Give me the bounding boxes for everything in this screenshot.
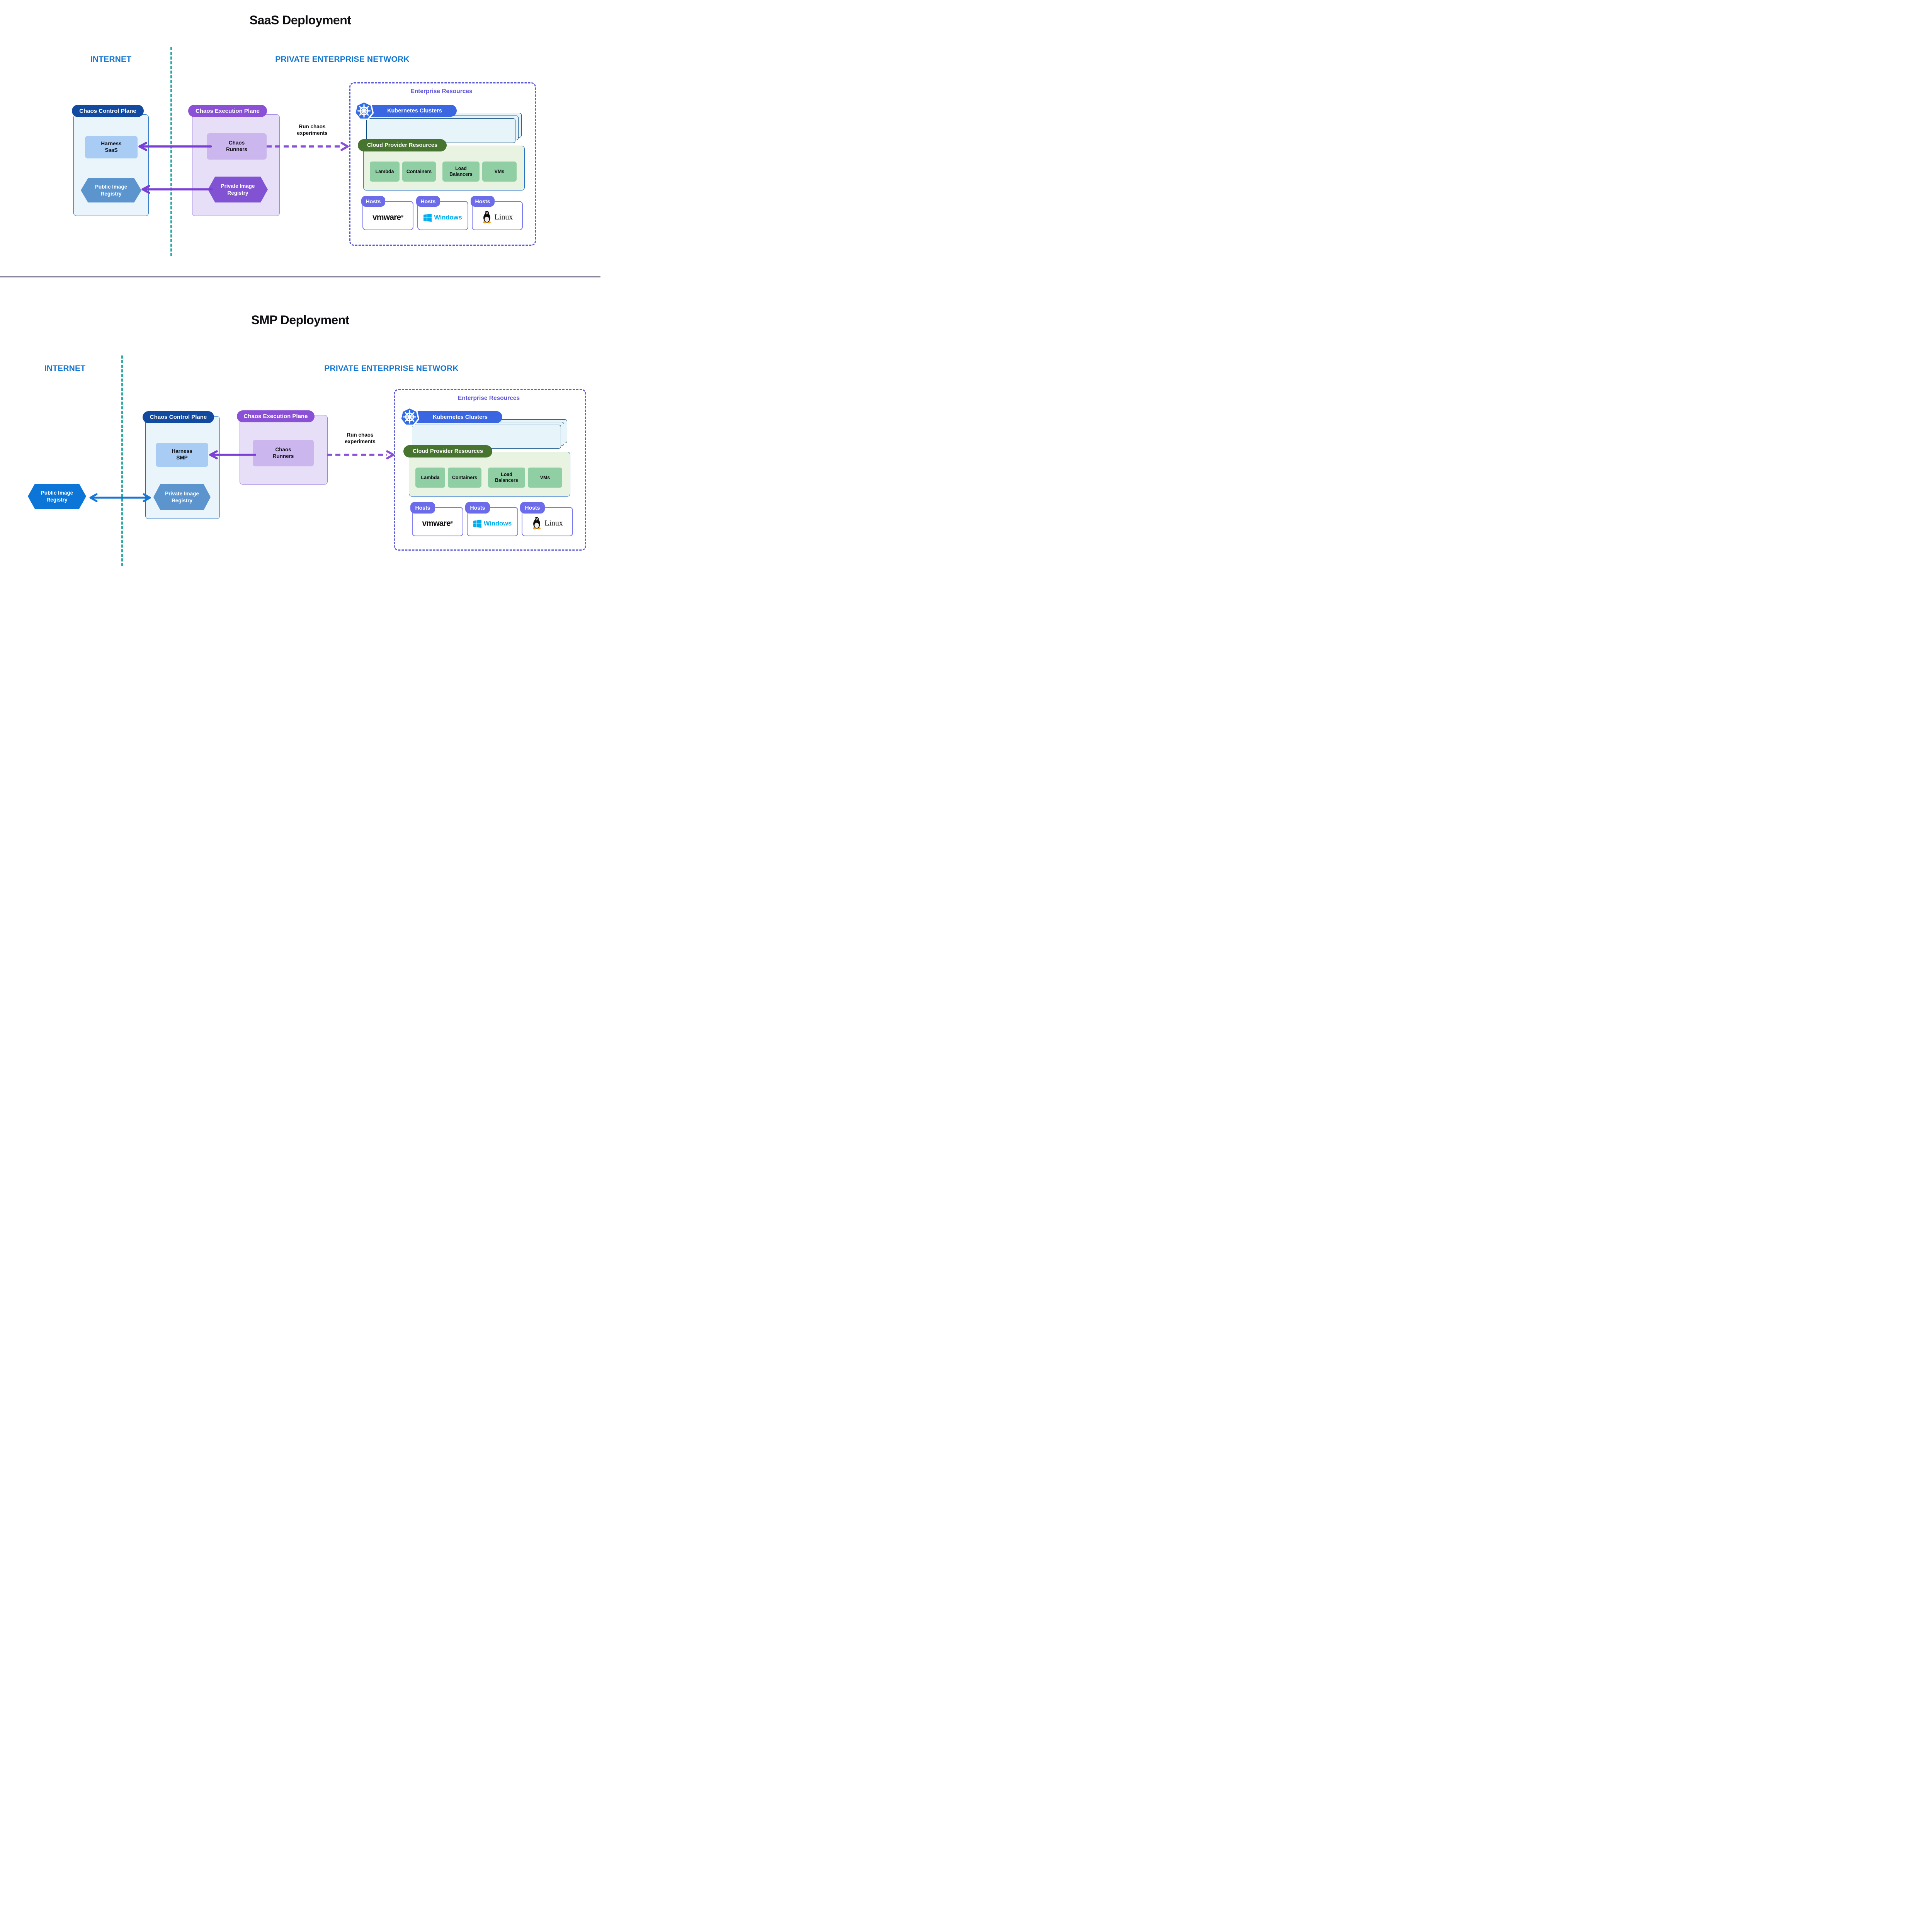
- smp-enterprise-resources-title: Enterprise Resources: [457, 395, 520, 401]
- vmware-registered-mark: ®: [450, 520, 453, 524]
- linux-wordmark: Linux: [494, 213, 513, 221]
- saas-harness-saas-box: Harness SaaS: [85, 136, 138, 158]
- smp-harness-smp-label: Harness SMP: [172, 448, 192, 461]
- saas-title: SaaS Deployment: [249, 13, 351, 27]
- smp-arrow-registry-sync: [89, 493, 151, 502]
- saas-enterprise-resources-title: Enterprise Resources: [410, 88, 473, 95]
- saas-public-image-registry-label: Public Image Registry: [95, 184, 128, 197]
- smp-chaos-execution-plane-header: Chaos Execution Plane: [237, 410, 315, 422]
- saas-hosts-pill-linux: Hosts: [471, 196, 495, 207]
- windows-icon: [473, 519, 481, 528]
- smp-enterprise-resources-box: [394, 389, 586, 551]
- saas-cloud-cell-lambda: Lambda: [370, 162, 400, 182]
- saas-cloud-cell-containers: Containers: [402, 162, 436, 182]
- smp-hosts-pill-windows: Hosts: [465, 502, 490, 514]
- smp-hosts-pill-vmware: Hosts: [410, 502, 435, 514]
- windows-wordmark: Windows: [483, 520, 512, 527]
- vmware-logo: vmware®: [372, 213, 403, 222]
- smp-dashed-arrow-run-experiments: [327, 450, 395, 459]
- diagram-canvas: SaaS Deployment INTERNET PRIVATE ENTERPR…: [0, 0, 600, 581]
- saas-network-label: PRIVATE ENTERPRISE NETWORK: [275, 55, 410, 64]
- saas-chaos-execution-plane-header: Chaos Execution Plane: [188, 105, 267, 117]
- smp-chaos-runners-box: Chaos Runners: [253, 440, 314, 466]
- smp-cloud-provider-pill: Cloud Provider Resources: [403, 445, 492, 457]
- smp-public-image-registry-label: Public Image Registry: [41, 490, 73, 503]
- smp-arrow-runners-to-harness: [209, 450, 256, 459]
- smp-internet-label: INTERNET: [44, 364, 86, 373]
- linux-tux-icon: [483, 211, 491, 224]
- smp-private-image-registry-hexagon: Private Image Registry: [153, 484, 211, 510]
- saas-chaos-runners-box: Chaos Runners: [207, 133, 267, 160]
- kubernetes-icon: [354, 101, 374, 120]
- saas-dashed-arrow-run-experiments: [267, 142, 349, 151]
- smp-cloud-cell-lambda: Lambda: [415, 468, 445, 488]
- windows-wordmark: Windows: [434, 214, 462, 221]
- saas-enterprise-resources-box: [349, 82, 536, 246]
- smp-run-chaos-label: Run chaos experiments: [345, 432, 376, 444]
- saas-load-balancers-label: Load Balancers: [449, 166, 473, 177]
- smp-chaos-control-plane-header: Chaos Control Plane: [143, 411, 214, 423]
- windows-icon: [423, 213, 432, 222]
- saas-harness-saas-label: Harness SaaS: [101, 141, 122, 153]
- saas-run-chaos-label: Run chaos experiments: [297, 124, 328, 136]
- smp-hosts-pill-linux: Hosts: [520, 502, 545, 514]
- saas-hosts-pill-vmware: Hosts: [361, 196, 385, 207]
- smp-cloud-cell-containers: Containers: [448, 468, 481, 488]
- smp-kubernetes-clusters-pill: Kubernetes Clusters: [408, 411, 502, 423]
- saas-private-image-registry-label: Private Image Registry: [221, 183, 255, 196]
- saas-arrow-runners-to-harness: [138, 142, 212, 151]
- smp-cloud-cell-load-balancers: Load Balancers: [488, 468, 525, 488]
- linux-tux-icon: [532, 517, 541, 530]
- section-divider: [0, 276, 600, 277]
- saas-k8s-cluster-stack-1: [366, 118, 515, 143]
- saas-chaos-runners-label: Chaos Runners: [226, 140, 247, 152]
- saas-cloud-cell-load-balancers: Load Balancers: [442, 162, 480, 182]
- smp-public-image-registry-hexagon: Public Image Registry: [28, 484, 86, 509]
- smp-network-label: PRIVATE ENTERPRISE NETWORK: [324, 364, 459, 373]
- smp-title: SMP Deployment: [251, 313, 349, 327]
- smp-harness-smp-box: Harness SMP: [156, 443, 208, 467]
- vmware-logo: vmware®: [422, 519, 453, 528]
- saas-public-image-registry-hexagon: Public Image Registry: [81, 178, 141, 202]
- saas-arrow-private-to-public-registry: [141, 185, 213, 194]
- vmware-registered-mark: ®: [401, 214, 404, 218]
- saas-cloud-cell-vms: VMs: [482, 162, 517, 182]
- kubernetes-icon: [400, 407, 420, 426]
- vmware-wordmark: vmware: [422, 519, 451, 528]
- saas-private-image-registry-hexagon: Private Image Registry: [208, 177, 268, 202]
- linux-wordmark: Linux: [544, 519, 563, 527]
- smp-chaos-runners-label: Chaos Runners: [272, 446, 294, 459]
- saas-cloud-provider-pill: Cloud Provider Resources: [358, 139, 447, 151]
- smp-cloud-cell-vms: VMs: [528, 468, 562, 488]
- vmware-wordmark: vmware: [372, 213, 401, 222]
- smp-private-image-registry-label: Private Image Registry: [165, 490, 199, 503]
- smp-load-balancers-label: Load Balancers: [495, 472, 518, 483]
- saas-chaos-control-plane-header: Chaos Control Plane: [72, 105, 144, 117]
- saas-kubernetes-clusters-pill: Kubernetes Clusters: [362, 105, 457, 117]
- saas-internet-label: INTERNET: [90, 55, 132, 64]
- smp-internet-boundary-line: [121, 355, 123, 566]
- saas-hosts-pill-windows: Hosts: [416, 196, 440, 207]
- saas-internet-boundary-line: [170, 47, 172, 256]
